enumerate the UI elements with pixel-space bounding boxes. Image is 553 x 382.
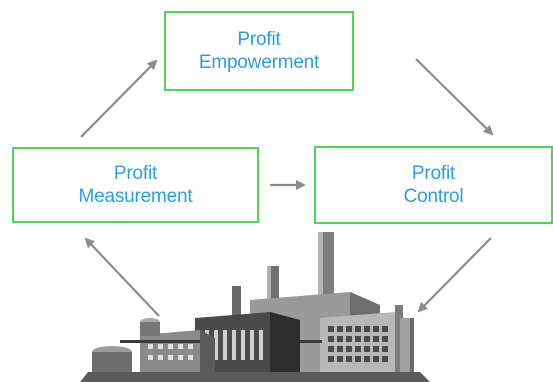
profit-empowerment-box: Profit Empowerment (164, 11, 354, 91)
arrow-control-to-factory (417, 237, 492, 313)
profit-control-box: Profit Control (314, 146, 553, 224)
arrow-measurement-to-empowerment (80, 59, 158, 138)
profit-empowerment-line2: Empowerment (198, 52, 320, 73)
arrow-empowerment-to-control (415, 58, 494, 136)
profit-control-line1: Profit (411, 163, 456, 184)
profit-empowerment-line1: Profit (237, 29, 281, 50)
factory-icon (80, 232, 430, 382)
profit-measurement-line1: Profit (113, 163, 158, 184)
profit-measurement-line2: Measurement (78, 186, 193, 207)
profit-measurement-box: Profit Measurement (12, 147, 259, 223)
profit-control-line2: Control (403, 186, 464, 207)
arrow-factory-to-measurement (84, 237, 160, 317)
